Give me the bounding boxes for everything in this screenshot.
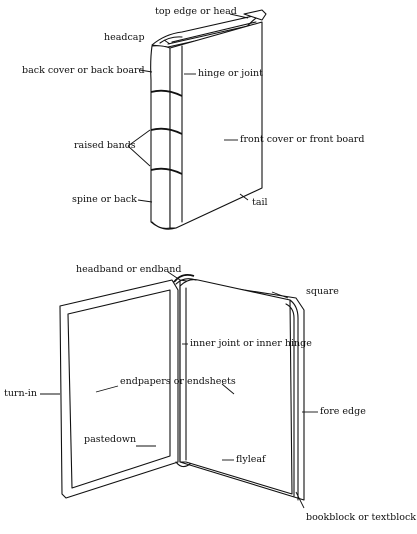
- label-square: square: [306, 286, 339, 297]
- label-turn-in: turn-in: [4, 388, 37, 399]
- label-endpapers: endpapers or endsheets: [120, 376, 236, 387]
- label-bookblock: bookblock or textblock: [306, 512, 417, 523]
- closed-book: [150, 9, 267, 230]
- label-inner-joint: inner joint or inner hinge: [190, 338, 312, 349]
- label-spine: spine or back: [72, 194, 137, 205]
- label-headcap: headcap: [104, 32, 145, 43]
- label-top-edge: top edge or head: [155, 6, 237, 17]
- label-raised-bands: raised bands: [74, 140, 136, 151]
- label-back-cover: back cover or back board: [22, 65, 145, 76]
- label-hinge: hinge or joint: [198, 68, 263, 79]
- label-fore-edge: fore edge: [320, 406, 366, 417]
- leader-lines: [40, 13, 318, 509]
- label-tail: tail: [252, 197, 268, 208]
- label-flyleaf: flyleaf: [236, 454, 266, 465]
- label-pastedown: pastedown: [84, 434, 137, 445]
- label-headband: headband or endband: [76, 264, 182, 275]
- open-book: [59, 273, 305, 501]
- label-front-cover: front cover or front board: [240, 134, 365, 145]
